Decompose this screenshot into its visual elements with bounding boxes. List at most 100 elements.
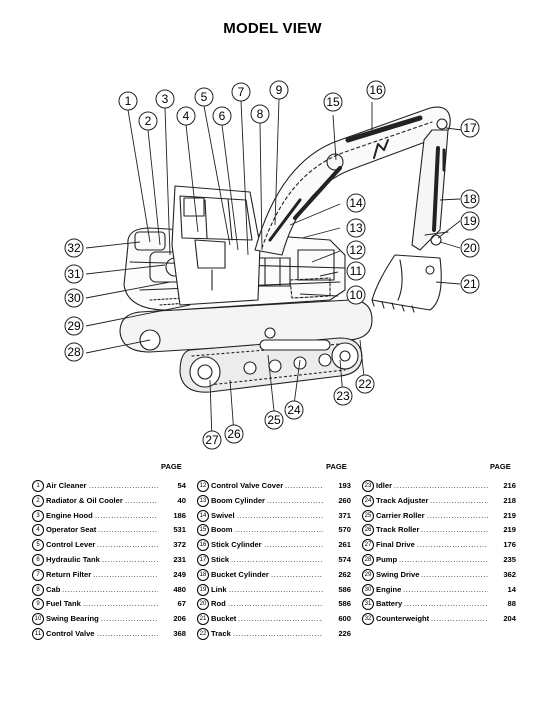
part-name: Counterweight [376,614,430,624]
callout-21: 21 [460,274,480,294]
callout-22: 22 [355,374,375,394]
callout-number: 1 [125,94,132,108]
leader-dots: ........................................… [421,569,488,579]
callout-number: 2 [145,114,152,128]
page-number: 54 [177,481,186,490]
index-number: 22 [197,627,209,640]
callout-circle [64,238,84,258]
callout-circle [460,238,480,258]
leader-dots: ........................................… [404,599,488,609]
part-name: Pump [376,554,398,564]
page-number: 206 [173,614,186,624]
callout-29: 29 [64,316,84,336]
callout-circle [460,118,480,138]
leader-dots: ........................................… [430,495,488,505]
callout-number: 29 [67,319,81,333]
part-name: Rod [211,599,226,609]
page-number: 570 [338,525,351,535]
callout-6: 6 [212,106,232,126]
cab [171,185,261,306]
page-number: 372 [173,540,186,550]
index-number: 26 [362,524,374,537]
index-number: 30 [362,583,374,596]
callout-4: 4 [176,106,196,126]
part-name: Return Filter [46,569,92,579]
part-name: Hydraulic Tank [46,554,100,564]
callout-17: 17 [460,118,480,138]
page-number: 88 [507,599,516,609]
leader-dots: ........................................… [431,614,488,624]
stick [411,129,449,251]
part-name: Cab [46,584,61,594]
callout-number: 21 [463,277,477,291]
callout-number: 28 [67,345,81,359]
callout-number: 4 [183,109,190,123]
page-number: 600 [338,614,351,624]
callout-10: 10 [346,285,366,305]
leader-dots: ........................................… [231,554,323,564]
leader-dots: ........................................… [421,525,488,535]
callout-13: 13 [346,218,366,238]
leader-dots: ........................................… [89,481,158,490]
index-row: 21Bucket................................… [197,613,351,628]
leader-dots: ........................................… [399,554,488,564]
index-row: 28Pump..................................… [362,553,516,569]
page-number: 40 [177,495,186,505]
callout-number: 32 [67,241,81,255]
page-number: 219 [503,510,516,520]
callout-number: 5 [201,90,208,104]
leader-dots: ........................................… [97,540,158,550]
leader-dots: ........................................… [394,481,488,490]
index-number: 1 [32,480,44,492]
index-number: 4 [32,524,44,537]
part-name: Control Valve [46,628,95,638]
part-name: Track Roller [376,525,420,535]
callout-number: 10 [349,288,363,302]
callout-5: 5 [194,87,214,107]
index-row: 15Boom..................................… [197,524,351,539]
part-name: Link [211,584,227,594]
part-name: Radiator & Oil Cooler [46,495,123,505]
leader-dots: ........................................… [237,510,323,520]
page-number: 371 [338,510,351,520]
page-number: 531 [173,525,186,535]
callout-circle [346,261,366,281]
index-number: 5 [32,539,44,552]
leader-dots: ........................................… [95,510,158,520]
index-row: 14Swivel................................… [197,509,351,525]
callouts [85,98,463,441]
callout-number: 26 [227,427,241,441]
index-row: 32Counterweight.........................… [362,613,516,628]
leader-dots: ........................................… [264,540,323,550]
callout-1: 1 [118,91,138,111]
callout-11: 11 [346,261,366,281]
part-name: Carrier Roller [376,510,425,520]
callout-circle [323,92,343,112]
part-name: Final Drive [376,540,415,550]
callout-9: 9 [269,80,289,100]
callout-number: 3 [162,92,169,106]
leader-dots: ........................................… [403,584,488,594]
part-name: Air Cleaner [46,481,87,490]
index-number: 10 [32,613,44,626]
callout-circle [346,285,366,305]
callout-circle [202,430,222,450]
part-name: Control Valve Cover [211,481,284,490]
leader-dots: ........................................… [267,495,323,505]
callout-number: 12 [349,243,363,257]
callout-circle [212,106,232,126]
part-name: Swing Bearing [46,614,99,624]
part-name: Engine [376,584,402,594]
